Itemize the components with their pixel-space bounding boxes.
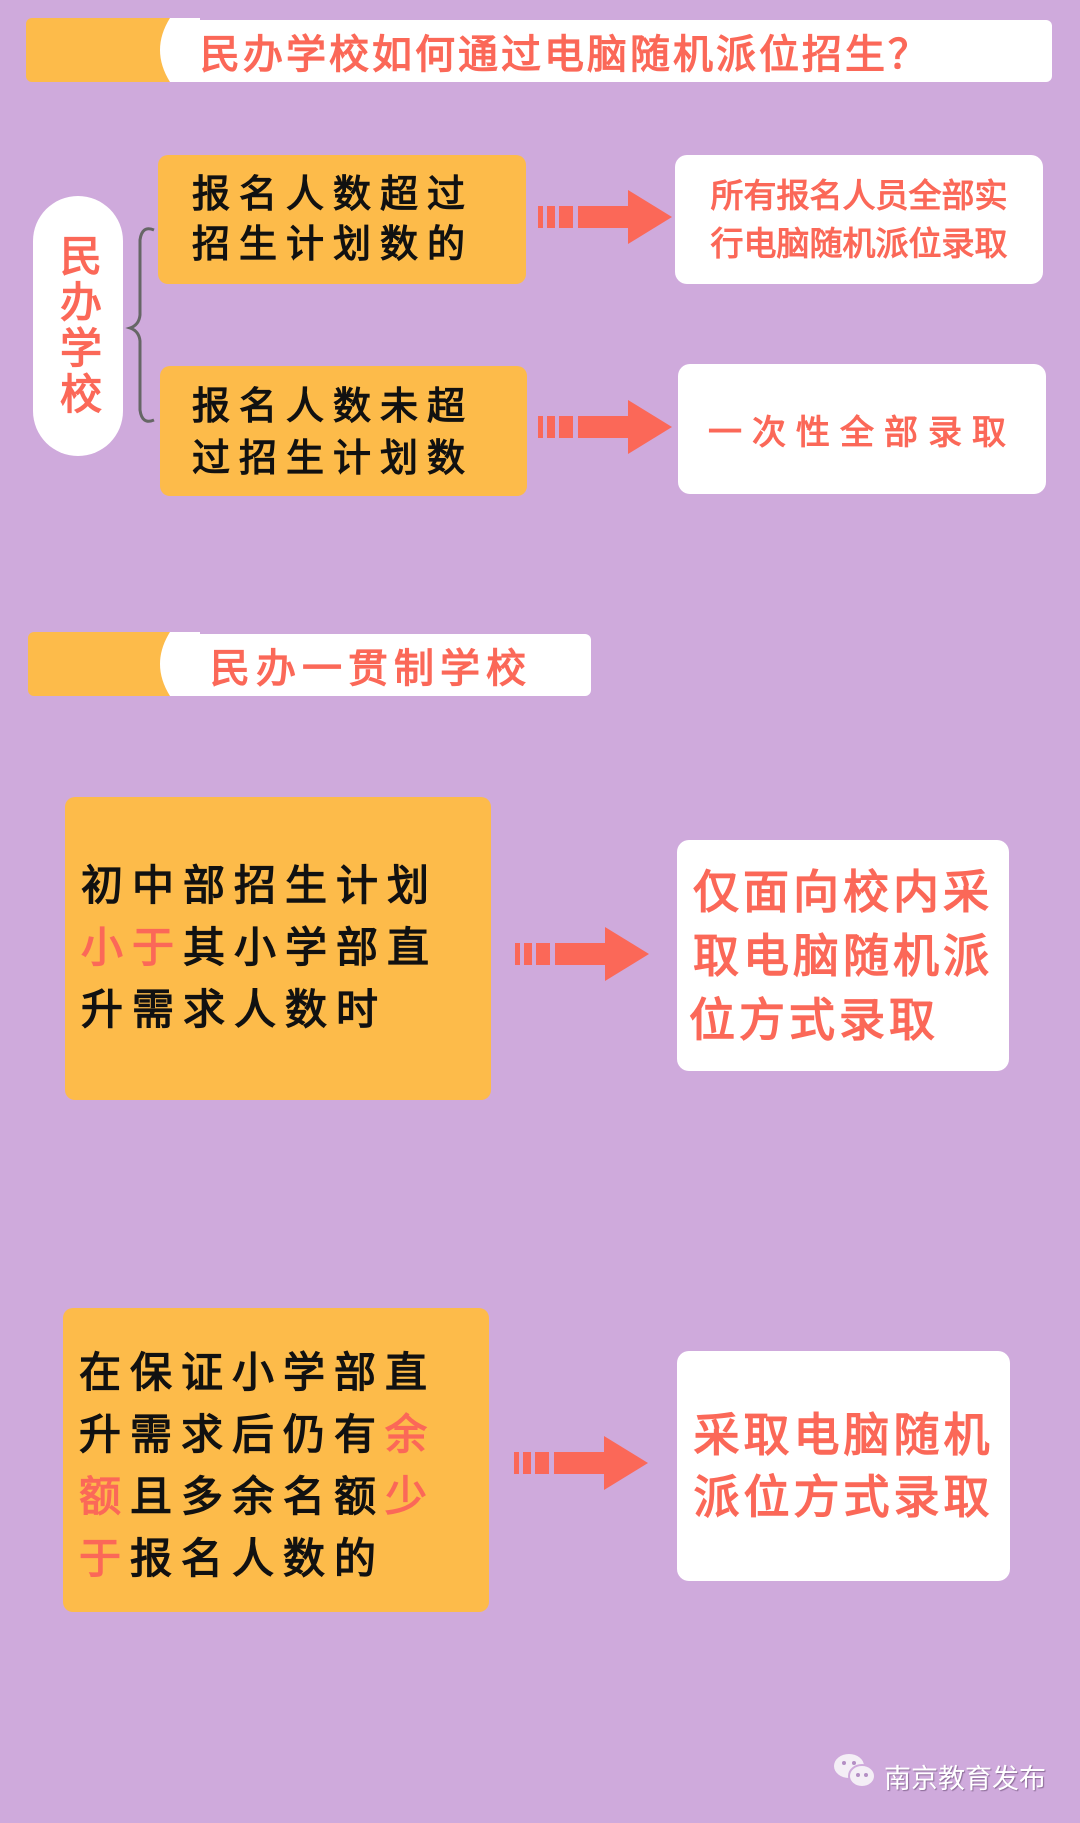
arrow-right-icon bbox=[514, 1436, 648, 1490]
condition-line: 过招生计划数 bbox=[192, 436, 475, 480]
condition-text: 在保证小学部直 bbox=[79, 1348, 437, 1397]
result-line: 仅面向校内采 bbox=[693, 864, 993, 919]
condition-box-3: 初中部招生计划 小于其小学部直 升需求人数时 bbox=[65, 797, 491, 1100]
condition-text: 升需求人数时 bbox=[81, 985, 388, 1034]
result-line: 一次性全部录取 bbox=[708, 412, 1016, 453]
condition-text: 且多余名额 bbox=[130, 1472, 386, 1521]
arrow-right-icon bbox=[515, 927, 649, 981]
result-box-1: 所有报名人员全部实 行电脑随机派位录取 bbox=[675, 155, 1043, 284]
result-box-4: 采取电脑随机 派位方式录取 bbox=[677, 1351, 1010, 1581]
condition-box-4: 在保证小学部直 升需求后仍有余 额且多余名额少 于报名人数的 bbox=[63, 1308, 489, 1612]
highlight-text: 于 bbox=[79, 1534, 131, 1583]
result-box-3: 仅面向校内采 取电脑随机派 位方式录取 bbox=[677, 840, 1009, 1071]
section-title: 民办一贯制学校 bbox=[170, 634, 591, 696]
highlight-text: 余 bbox=[385, 1410, 437, 1459]
highlight-text: 额 bbox=[79, 1472, 131, 1521]
result-line: 位方式录取 bbox=[689, 992, 939, 1047]
result-line: 行电脑随机派位录取 bbox=[710, 223, 1008, 263]
condition-line: 报名人数超过 bbox=[192, 172, 475, 216]
result-line: 派位方式录取 bbox=[693, 1470, 994, 1524]
result-box-2: 一次性全部录取 bbox=[678, 364, 1046, 494]
arrow-right-icon bbox=[538, 400, 672, 454]
result-line: 取电脑随机派 bbox=[693, 928, 993, 983]
section-title: 民办学校如何通过电脑随机派位招生？ bbox=[170, 20, 1052, 82]
wechat-icon bbox=[834, 1754, 876, 1788]
condition-line: 招生计划数的 bbox=[192, 222, 475, 266]
condition-text: 升需求后仍有 bbox=[79, 1410, 386, 1459]
arrow-right-icon bbox=[538, 190, 672, 244]
brace-icon bbox=[125, 227, 155, 423]
result-line: 采取电脑随机 bbox=[693, 1408, 994, 1462]
condition-box-2: 报名人数未超 过招生计划数 bbox=[160, 366, 527, 496]
condition-text: 报名人数的 bbox=[130, 1534, 386, 1583]
condition-line: 报名人数未超 bbox=[192, 384, 475, 428]
condition-text: 其小学部直 bbox=[183, 923, 439, 972]
highlight-text: 少 bbox=[385, 1472, 437, 1521]
result-line: 所有报名人员全部实 bbox=[710, 175, 1008, 215]
highlight-text: 小于 bbox=[81, 923, 184, 972]
category-pill: 民办学校 bbox=[33, 196, 123, 456]
watermark-text: 南京教育发布 bbox=[884, 1764, 1046, 1795]
condition-box-1: 报名人数超过 招生计划数的 bbox=[158, 155, 526, 284]
condition-text: 初中部招生计划 bbox=[81, 861, 439, 910]
